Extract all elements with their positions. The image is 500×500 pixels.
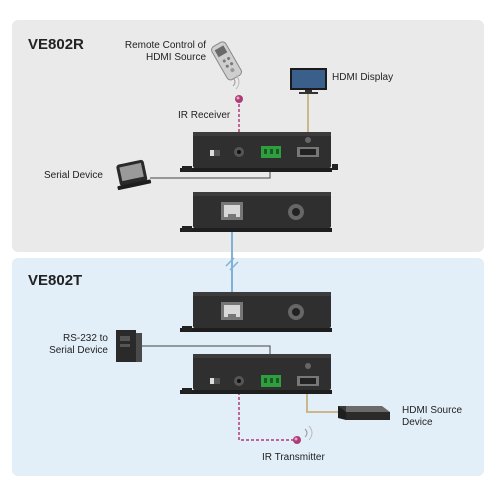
transmitter-unit-back [180, 292, 332, 332]
receiver-unit-front [180, 132, 338, 172]
rs232-label-line1: RS-232 to [62, 333, 108, 344]
remote-control-label-line1: Remote Control of [124, 40, 206, 51]
hdmi-cable-source [306, 388, 338, 413]
ir-transmitter-line [238, 392, 294, 441]
remote-signal-icon [232, 74, 240, 90]
rs232-device-icon [116, 330, 142, 362]
hdmi-source-label-line2: Device [402, 417, 433, 428]
remote-control-icon [211, 41, 242, 81]
ir-receiver-icon [235, 95, 243, 103]
ir-transmitter-label: IR Transmitter [262, 452, 325, 463]
hdmi-display-label: HDMI Display [332, 72, 394, 83]
transmitter-model-label: VE802T [28, 272, 83, 289]
hdmi-source-label: HDMI Source Device [402, 405, 462, 429]
receiver-unit-back [180, 192, 332, 232]
receiver-model-label: VE802R [28, 36, 84, 53]
hdmi-source-device-icon [338, 406, 390, 420]
rs232-label: RS-232 to Serial Device [22, 333, 108, 357]
serial-device-icon [116, 159, 152, 191]
remote-control-label: Remote Control of HDMI Source [96, 40, 206, 64]
remote-control-label-line2: HDMI Source [145, 52, 206, 63]
cat-cable [225, 230, 239, 292]
ir-transmitter-icon [293, 425, 313, 444]
serial-device-label: Serial Device [44, 170, 103, 181]
ir-receiver-label: IR Receiver [178, 110, 231, 121]
hdmi-source-label-line1: HDMI Source [402, 405, 463, 416]
hdmi-display-icon [290, 68, 327, 94]
transmitter-unit-front [180, 354, 332, 394]
rs232-label-line2: Serial Device [49, 345, 108, 356]
